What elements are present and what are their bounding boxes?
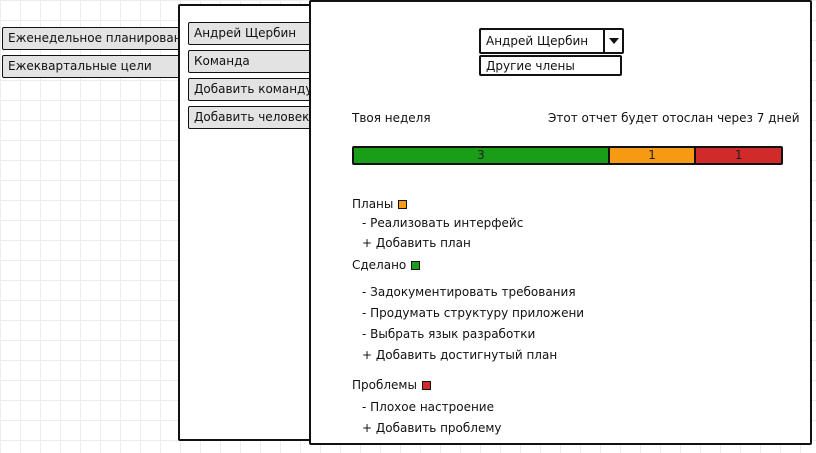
- add-plan-link[interactable]: + Добавить план: [362, 236, 471, 250]
- problems-section-title: Проблемы: [352, 378, 431, 392]
- menu-item-quarterly-goals[interactable]: Ежеквартальные цели: [2, 55, 181, 78]
- menu-item-label: Ежеквартальные цели: [8, 59, 152, 73]
- add-achieved-plan-link[interactable]: + Добавить достигнутый план: [362, 348, 558, 362]
- plan-item: - Реализовать интерфейс: [362, 216, 524, 230]
- submenu-panel: [178, 4, 314, 441]
- done-item: - Выбрать язык разработки: [362, 327, 536, 341]
- submenu-item-label: Андрей Щербин: [194, 26, 297, 40]
- plans-color-square: [398, 200, 408, 209]
- submenu-item-label: Добавить команду: [194, 82, 312, 96]
- problems-color-square: [421, 381, 431, 390]
- menu-item-weekly-planning[interactable]: Еженедельное планирование: [2, 27, 181, 50]
- done-item: - Продумать структуру приложени: [362, 306, 585, 320]
- member-select[interactable]: Андрей Щербин: [479, 28, 624, 54]
- add-problem-link[interactable]: + Добавить проблему: [362, 421, 502, 435]
- done-section-title: Сделано: [352, 258, 421, 272]
- done-color-square: [411, 261, 421, 270]
- problem-item: - Плохое настроение: [362, 400, 494, 414]
- done-item: - Задокументировать требования: [362, 285, 576, 299]
- submenu-item-team[interactable]: Команда: [188, 50, 312, 73]
- plans-section-title: Планы: [352, 197, 408, 211]
- summary-bar-segment: 3: [354, 148, 610, 163]
- option-label: Другие члены: [486, 59, 575, 73]
- problems-title: Проблемы: [352, 378, 417, 392]
- your-week-label: Твоя неделя: [352, 111, 431, 125]
- member-select-value: Андрей Щербин: [486, 34, 589, 48]
- summary-bar-segment: 1: [609, 148, 697, 163]
- menu-item-label: Еженедельное планирование: [8, 31, 181, 45]
- submenu-item-label: Добавить человека: [194, 110, 312, 124]
- submenu-item-andrey[interactable]: Андрей Щербин: [188, 22, 312, 45]
- done-title: Сделано: [352, 258, 407, 272]
- submenu-item-label: Команда: [194, 54, 250, 68]
- send-notice-text: Этот отчет будет отослан через 7 дней: [548, 111, 800, 125]
- chevron-down-icon: [608, 38, 619, 44]
- submenu-item-add-person[interactable]: Добавить человека: [188, 106, 312, 129]
- dropdown-button[interactable]: [603, 30, 622, 52]
- summary-bar-segment: 1: [696, 148, 781, 163]
- member-select-option[interactable]: Другие члены: [479, 55, 622, 76]
- submenu-item-add-team[interactable]: Добавить команду: [188, 78, 312, 101]
- plans-title: Планы: [352, 197, 394, 211]
